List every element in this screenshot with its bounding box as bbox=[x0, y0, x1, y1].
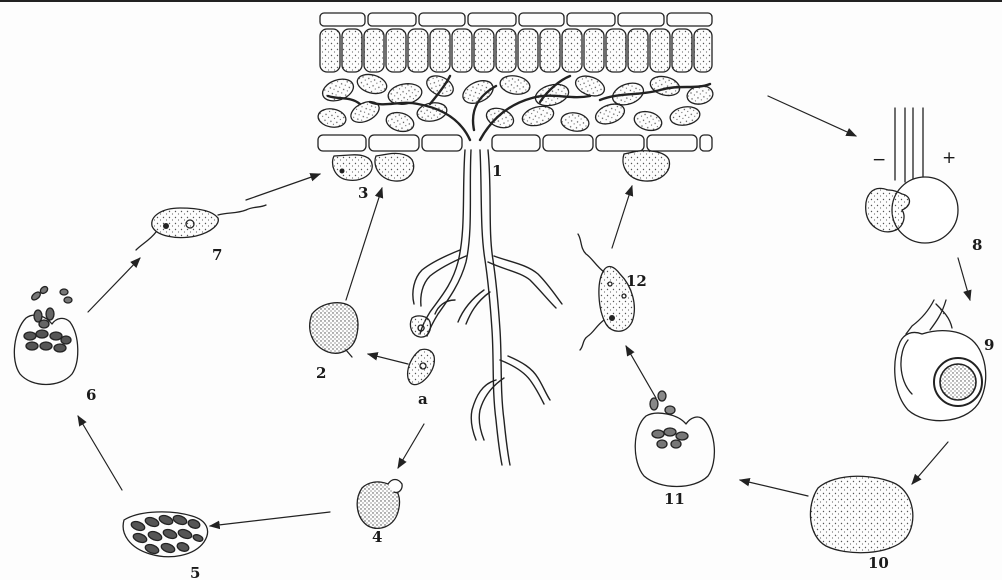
lower-epidermis bbox=[318, 135, 712, 151]
settled-zoospore-right bbox=[623, 151, 669, 181]
label-a: a bbox=[418, 392, 428, 407]
settled-cell-3b bbox=[375, 153, 414, 181]
label-6: 6 bbox=[86, 388, 96, 403]
label-5: 5 bbox=[190, 566, 200, 581]
sporangium-11 bbox=[635, 391, 714, 487]
sporangium-5 bbox=[123, 512, 207, 557]
label-2: 2 bbox=[316, 366, 326, 381]
cycle-arrows bbox=[78, 96, 970, 526]
palisade-layer bbox=[320, 29, 712, 72]
label-7: 7 bbox=[212, 248, 222, 263]
zoospore-12 bbox=[578, 234, 634, 350]
settled-cell-3a bbox=[333, 155, 373, 180]
gametangia-8 bbox=[866, 108, 958, 243]
minus-gamete-sign: − bbox=[872, 152, 886, 169]
label-9: 9 bbox=[984, 338, 994, 353]
label-3: 3 bbox=[358, 186, 368, 201]
label-10: 10 bbox=[868, 556, 889, 571]
sporangium-upper bbox=[410, 316, 430, 337]
zoospore-7 bbox=[136, 205, 266, 250]
leaf-cross-section bbox=[317, 13, 715, 181]
sporangium-2 bbox=[310, 303, 358, 354]
label-11: 11 bbox=[664, 492, 685, 507]
label-8: 8 bbox=[972, 238, 982, 253]
label-1: 1 bbox=[492, 164, 502, 179]
resting-spore-10 bbox=[810, 476, 912, 552]
sporangiophore bbox=[413, 150, 562, 465]
label-12: 12 bbox=[626, 274, 647, 289]
plus-gamete-sign: + bbox=[942, 150, 956, 167]
label-4: 4 bbox=[372, 530, 382, 545]
sporangium-a bbox=[408, 349, 435, 384]
oospore-9 bbox=[895, 300, 986, 421]
sporangium-6 bbox=[14, 285, 77, 384]
upper-epidermis bbox=[320, 13, 712, 26]
